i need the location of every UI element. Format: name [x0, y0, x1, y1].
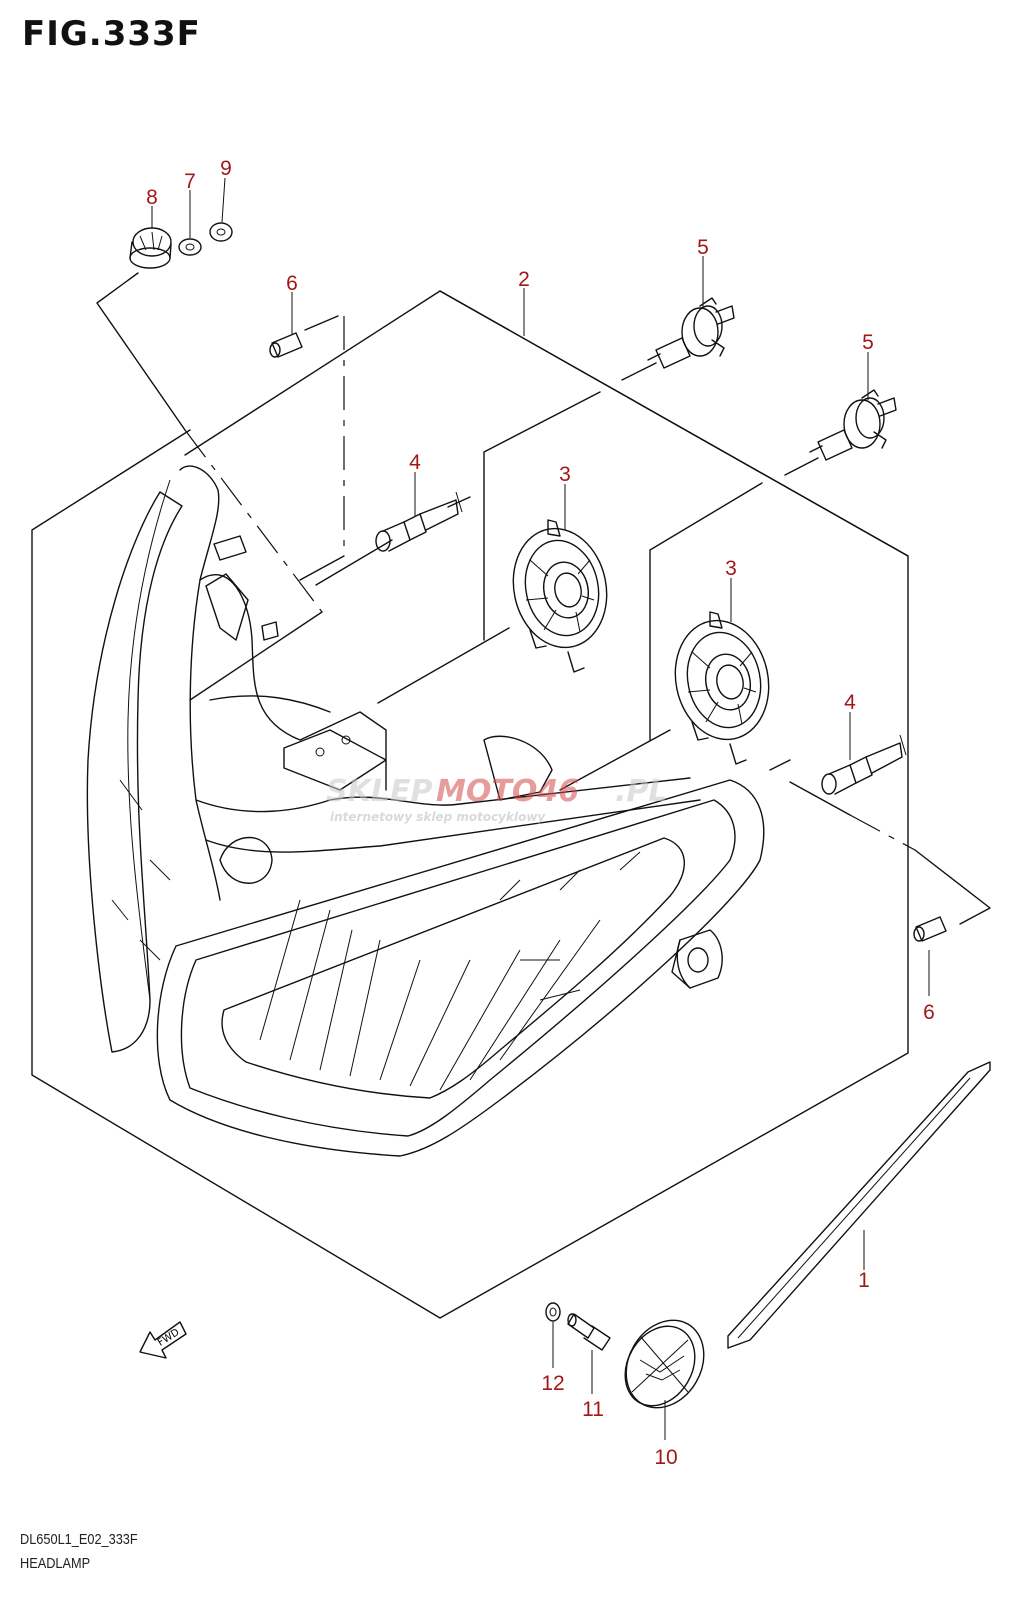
- callout-6-lower: 6: [923, 1001, 935, 1024]
- part-7-washer: [178, 238, 202, 256]
- part-6-position-bulb-left: [269, 332, 303, 358]
- assembly-frame: [31, 290, 909, 1319]
- callout-leaders: [151, 177, 930, 1440]
- figure-footer: DL650L1_E02_333F HEADLAMP: [20, 1528, 158, 1576]
- callout-5-lower: 5: [862, 331, 874, 354]
- svg-text:SKLEP: SKLEP: [326, 774, 432, 809]
- svg-text:MOTO46: MOTO46: [436, 774, 579, 809]
- callout-3-upper: 3: [559, 463, 571, 486]
- callout-2: 2: [518, 268, 530, 291]
- callout-labels: 8 7 9 6 2 5 5 4 3 3 4 6 1 12 11 10: [146, 157, 935, 1469]
- part-6-position-bulb-right: [913, 916, 947, 942]
- part-4-socket-right: [821, 734, 907, 795]
- figure-title: FIG.333F: [22, 14, 201, 54]
- callout-1: 1: [858, 1269, 870, 1292]
- callout-11: 11: [582, 1398, 604, 1421]
- section-name: HEADLAMP: [20, 1555, 91, 1572]
- forward-arrow-icon: FWD: [139, 1321, 187, 1359]
- callout-12: 12: [541, 1372, 564, 1395]
- part-5-headlamp-bulb-lower: [809, 389, 897, 461]
- svg-text:.PL: .PL: [615, 774, 668, 809]
- callout-6-upper: 6: [286, 272, 298, 295]
- part-3-bulb-holder-lower: [674, 611, 770, 765]
- callout-10: 10: [654, 1446, 677, 1469]
- callout-3-lower: 3: [725, 557, 737, 580]
- watermark-logo: SKLEP MOTO46 .PL internetowy sklep motoc…: [326, 774, 668, 824]
- part-12-washer: [545, 1302, 561, 1322]
- callout-4-right: 4: [844, 691, 856, 714]
- callout-8: 8: [146, 186, 158, 209]
- part-8-bulb-socket: [129, 227, 172, 269]
- callout-4-left: 4: [409, 451, 421, 474]
- part-2-headlamp-housing: [86, 465, 765, 1157]
- part-5-headlamp-bulb-upper: [647, 297, 735, 369]
- svg-text:internetowy sklep motocyklowy: internetowy sklep motocyklowy: [330, 810, 546, 824]
- part-4-socket-left: [375, 491, 463, 552]
- callout-9: 9: [220, 157, 232, 180]
- model-code: DL650L1_E02_333F: [20, 1531, 138, 1548]
- part-9-nut: [209, 222, 233, 242]
- callout-7: 7: [184, 170, 196, 193]
- part-1-trim-strip: [727, 1061, 991, 1349]
- part-3-bulb-holder-upper: [512, 519, 608, 673]
- part-11-spacer-bolt: [567, 1313, 611, 1351]
- guide-lines: [96, 272, 991, 925]
- part-10-reflector: [624, 1319, 705, 1409]
- callout-5-upper: 5: [697, 236, 709, 259]
